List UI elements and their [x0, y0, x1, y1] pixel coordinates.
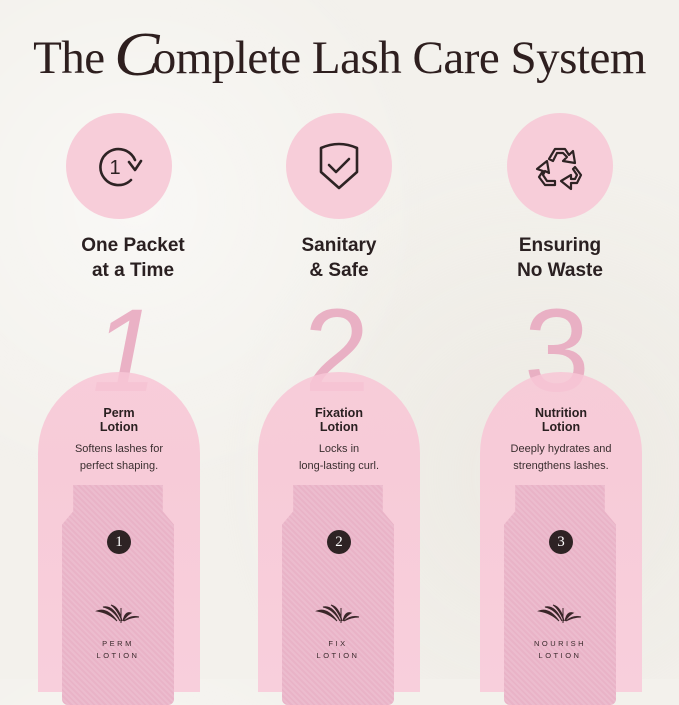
- sachet-number-badge: 2: [327, 530, 351, 554]
- step-name-line: Lotion: [541, 420, 581, 434]
- lash-logo-icon: [537, 604, 582, 623]
- sachet-label-line: LOTION: [316, 651, 360, 660]
- sachet-number-badge: 1: [107, 530, 131, 554]
- title-prefix: The: [33, 32, 105, 84]
- feature-label-line: No Waste: [517, 260, 603, 281]
- sachet-fix: 2 FIX LOTION: [282, 485, 398, 705]
- step-desc-line: strengthens lashes.: [513, 460, 609, 472]
- lash-logo-icon: [315, 604, 360, 623]
- step-description: Locks in long-lasting curl.: [258, 441, 420, 475]
- sachet-label: FIX LOTION: [282, 638, 394, 662]
- step-card-perm: Perm Lotion Softens lashes for perfect s…: [38, 372, 200, 705]
- sachet-pack: [62, 485, 174, 705]
- sachet-nourish: 3 NOURISH LOTION: [504, 485, 620, 705]
- step-desc-line: Deeply hydrates and: [510, 443, 612, 455]
- step-desc-line: Locks in: [318, 443, 360, 455]
- feature-label-line: One Packet: [81, 235, 185, 256]
- step-name-line: Lotion: [99, 420, 139, 434]
- step-desc-line: long-lasting curl.: [298, 460, 380, 472]
- sachet-number-badge: 3: [549, 530, 573, 554]
- one-cycle-icon: 1: [99, 147, 143, 187]
- step-card-fixation: Fixation Lotion Locks in long-lasting cu…: [258, 372, 420, 705]
- sachet-label-line: PERM: [102, 639, 134, 648]
- sachet-label-line: LOTION: [538, 651, 582, 660]
- step-name-line: Nutrition: [534, 406, 588, 420]
- step-name: Perm Lotion: [38, 406, 200, 434]
- feature-label: Sanitary & Safe: [234, 233, 444, 283]
- page-title: The Complete Lash Care System: [0, 18, 679, 89]
- feature-label-line: Sanitary: [301, 235, 377, 256]
- svg-text:1: 1: [109, 157, 120, 179]
- feature-circle: [507, 113, 613, 219]
- sachet-perm: 1 PERM LOTION: [62, 485, 178, 705]
- sachet-label-line: FIX: [328, 639, 348, 648]
- recycle-icon: [535, 147, 583, 191]
- feature-circle: 1: [66, 113, 172, 219]
- shield-check-icon: [319, 142, 359, 190]
- feature-label: One Packet at a Time: [28, 233, 238, 283]
- title-fancy-letter: C: [113, 21, 159, 89]
- step-card-nutrition: Nutrition Lotion Deeply hydrates and str…: [480, 372, 642, 705]
- feature-circle: [286, 113, 392, 219]
- step-name-line: Fixation: [315, 406, 363, 420]
- feature-label: Ensuring No Waste: [455, 233, 665, 283]
- feature-label-line: & Safe: [309, 260, 369, 281]
- sachet-label: NOURISH LOTION: [504, 638, 616, 662]
- feature-label-line: at a Time: [91, 260, 175, 281]
- sachet-label-line: NOURISH: [533, 639, 587, 648]
- step-description: Softens lashes for perfect shaping.: [38, 441, 200, 475]
- sachet-pack: [282, 485, 394, 705]
- lash-logo-icon: [95, 604, 140, 623]
- sachet-label-line: LOTION: [96, 651, 140, 660]
- step-name: Fixation Lotion: [258, 406, 420, 434]
- step-name: Nutrition Lotion: [480, 406, 642, 434]
- step-desc-line: perfect shaping.: [79, 460, 159, 472]
- feature-label-line: Ensuring: [518, 235, 602, 256]
- title-rest: omplete Lash Care System: [152, 32, 647, 84]
- step-desc-line: Softens lashes for: [74, 443, 164, 455]
- sachet-label: PERM LOTION: [62, 638, 174, 662]
- step-description: Deeply hydrates and strengthens lashes.: [480, 441, 642, 475]
- step-name-line: Lotion: [319, 420, 359, 434]
- step-name-line: Perm: [103, 406, 135, 420]
- sachet-pack: [504, 485, 616, 705]
